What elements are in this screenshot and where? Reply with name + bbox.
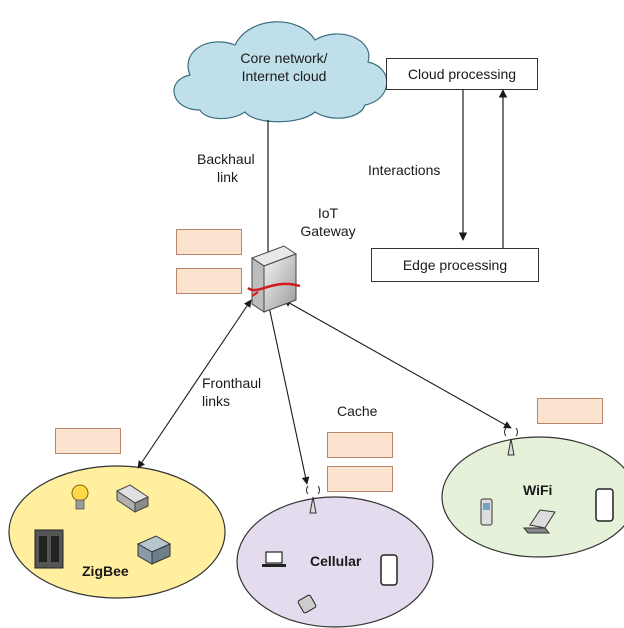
wifi-label: WiFi	[523, 482, 553, 498]
cache-box-zigbee	[55, 428, 121, 454]
mobile-phone-icon	[480, 498, 493, 526]
appliance-icon	[34, 529, 64, 569]
fronthaul-label-line2: links	[202, 393, 231, 409]
cloud-label: Core network/ Internet cloud	[200, 49, 368, 85]
fronthaul-link-wifi	[283, 299, 512, 429]
flip-phone-icon	[297, 594, 317, 614]
cache-label: Cache	[337, 403, 378, 419]
laptop-icon	[262, 551, 286, 567]
wifi-cluster	[441, 436, 624, 558]
edge-processing-box: Edge processing	[371, 248, 539, 282]
fronthaul-link-zigbee	[137, 299, 252, 469]
backhaul-label: Backhaul link	[197, 150, 255, 186]
cache-box-cellular-1	[327, 432, 393, 458]
fronthaul-label-line1: Fronthaul	[202, 375, 262, 391]
cloud-shape	[173, 21, 388, 123]
lightbulb-icon	[71, 484, 89, 510]
backhaul-label-line1: Backhaul	[197, 151, 255, 167]
laptop-icon	[522, 509, 556, 534]
gateway-server-icon	[247, 245, 301, 313]
cache-box-wifi	[537, 398, 603, 424]
smartphone-icon	[595, 488, 614, 522]
cloud-label-line2: Internet cloud	[241, 68, 327, 84]
cache-box-cellular-2	[327, 466, 393, 492]
zigbee-label: ZigBee	[82, 563, 129, 579]
smartphone-icon	[380, 554, 398, 586]
cache-box-gateway-1	[176, 229, 242, 255]
cache-box-gateway-2	[176, 268, 242, 294]
cellular-antenna-icon	[306, 485, 320, 514]
fronthaul-link-cellular	[265, 301, 310, 485]
cloud-label-line1: Core network/	[240, 50, 328, 66]
cellular-cluster	[236, 496, 434, 628]
backhaul-label-line2: link	[217, 169, 239, 185]
router-device-icon	[115, 484, 150, 513]
sensor-device-icon	[136, 535, 172, 565]
interactions-label: Interactions	[368, 162, 441, 178]
gateway-label-line2: Gateway	[300, 223, 356, 239]
cloud-processing-box: Cloud processing	[386, 58, 538, 90]
wifi-antenna-icon	[504, 427, 518, 456]
cellular-label: Cellular	[310, 553, 362, 569]
fronthaul-label: Fronthaul links	[202, 374, 261, 410]
gateway-label-line1: IoT	[317, 205, 339, 221]
gateway-label: IoT Gateway	[298, 204, 358, 240]
